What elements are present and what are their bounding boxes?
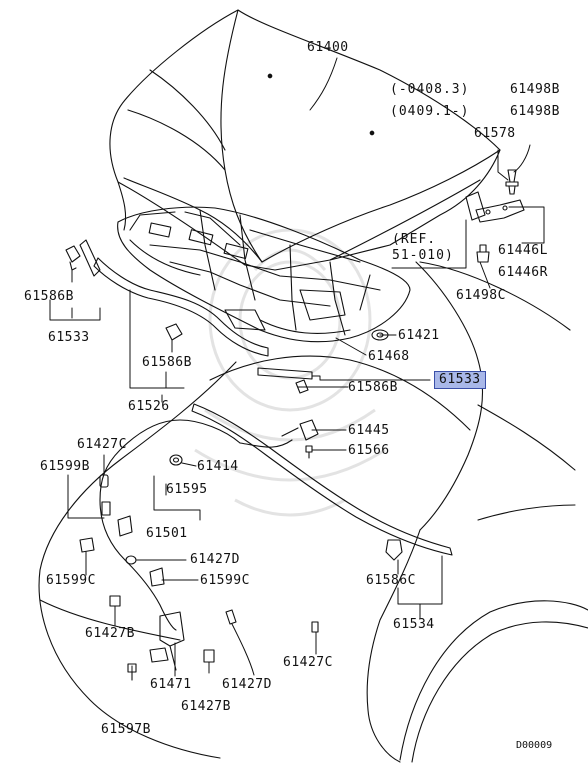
seal-left[interactable]	[79, 239, 269, 357]
label-61586b-right[interactable]: 61586B	[348, 380, 398, 395]
label-61533-highlighted[interactable]: 61533	[434, 371, 486, 389]
label-61427b-left[interactable]: 61427B	[85, 626, 135, 641]
clip-61586b-right[interactable]	[295, 379, 309, 394]
watermark-emblem	[194, 228, 386, 517]
label-61427b-bottom[interactable]: 61427B	[181, 699, 231, 714]
clip-61599c-b[interactable]	[149, 567, 165, 587]
label-61599c-right[interactable]: 61599C	[200, 573, 250, 588]
label-61595[interactable]: 61595	[166, 482, 208, 497]
latch-assembly-61471[interactable]	[149, 611, 185, 671]
label-61427c-bottom[interactable]: 61427C	[283, 655, 333, 670]
ref-note-line1: (REF.	[392, 232, 437, 247]
bolt-61498b[interactable]	[505, 169, 519, 195]
label-61533-left[interactable]: 61533	[48, 330, 90, 345]
label-61501[interactable]: 61501	[146, 526, 188, 541]
latch-61445[interactable]	[281, 419, 319, 441]
bracket-61599b[interactable]	[101, 501, 133, 537]
bumper-61586c[interactable]	[385, 539, 403, 561]
screw-61566[interactable]	[305, 445, 313, 459]
label-61468[interactable]: 61468	[368, 349, 410, 364]
vehicle-body-outline	[38, 261, 588, 763]
label-61400[interactable]: 61400	[307, 40, 349, 55]
hood-weatherstrip[interactable]	[191, 403, 453, 556]
label-61471[interactable]: 61471	[150, 677, 192, 692]
clip-61427d-a[interactable]	[125, 555, 137, 565]
label-61427c-top[interactable]: 61427C	[77, 437, 127, 452]
clip-61427b-b[interactable]	[203, 649, 215, 663]
hood-hinge[interactable]	[465, 191, 525, 223]
clip-61427c-b[interactable]	[311, 621, 319, 633]
label-61597b[interactable]: 61597B	[101, 722, 151, 737]
seal-right[interactable]	[257, 367, 313, 380]
leader-lines	[49, 57, 545, 681]
label-61534[interactable]: 61534	[393, 617, 435, 632]
label-61578[interactable]: 61578	[474, 126, 516, 141]
label-61498b[interactable]: 61498B	[510, 82, 560, 97]
clip-61427b-a[interactable]	[109, 595, 121, 607]
label-61446l[interactable]: 61446L	[498, 243, 548, 258]
hood-edge	[117, 181, 127, 231]
label-61566[interactable]: 61566	[348, 443, 390, 458]
label-61586b-left[interactable]: 61586B	[24, 289, 74, 304]
date-range-early: (-0408.3)	[390, 82, 470, 97]
ref-note-line2: 51-010)	[392, 248, 454, 263]
bolt-61498c[interactable]	[476, 244, 490, 263]
grommet-61595[interactable]	[169, 454, 183, 466]
diagram-code: D00009	[516, 740, 553, 751]
label-61445[interactable]: 61445	[348, 423, 390, 438]
clip-61586b-mid[interactable]	[165, 323, 183, 341]
hood-inner-frame[interactable]	[117, 206, 411, 343]
date-range-late: (0409.1-)	[390, 104, 470, 119]
release-cable[interactable]	[99, 419, 293, 631]
label-61599c-left[interactable]: 61599C	[46, 573, 96, 588]
label-61421[interactable]: 61421	[398, 328, 440, 343]
label-61427d-mid[interactable]: 61427D	[190, 552, 240, 567]
label-61414[interactable]: 61414	[197, 459, 239, 474]
clip-61427d-b[interactable]	[225, 609, 237, 625]
label-61427d-bottom[interactable]: 61427D	[222, 677, 272, 692]
label-61599b[interactable]: 61599B	[40, 459, 90, 474]
label-61586c[interactable]: 61586C	[366, 573, 416, 588]
label-61498b-2[interactable]: 61498B	[510, 104, 560, 119]
clip-61599c-a[interactable]	[79, 537, 95, 553]
label-61586b-mid[interactable]: 61586B	[142, 355, 192, 370]
label-61498c[interactable]: 61498C	[456, 288, 506, 303]
label-61526[interactable]: 61526	[128, 399, 170, 414]
label-61446r[interactable]: 61446R	[498, 265, 548, 280]
hood-panel[interactable]	[109, 9, 501, 271]
clip-61586b-left[interactable]	[65, 245, 81, 271]
